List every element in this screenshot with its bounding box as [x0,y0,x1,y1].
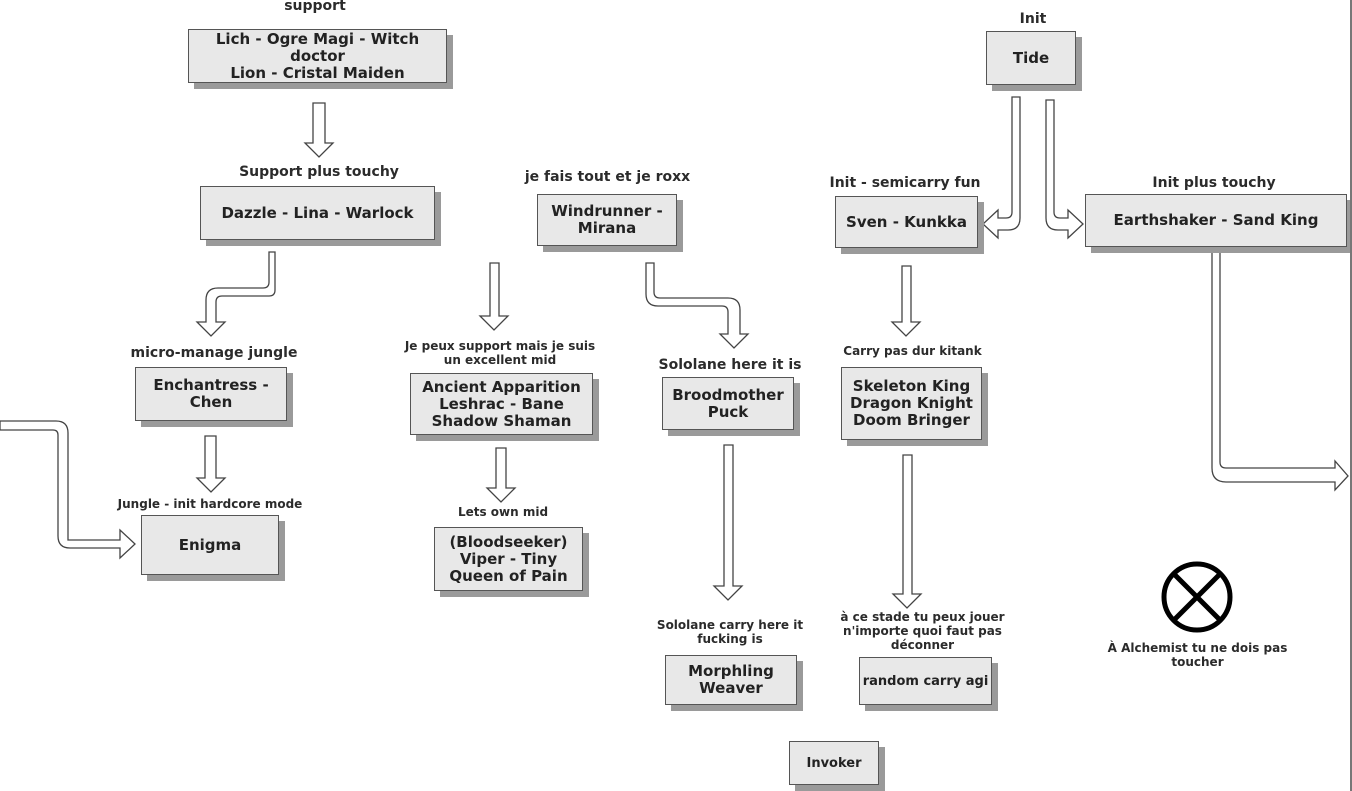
arrow-sven-to-carry [890,265,922,337]
arrow-left-to-enigma [0,420,136,560]
right-edge-divider [1350,0,1352,791]
arrow-tide-to-sven [982,96,1021,240]
box-support[interactable]: Lich - Ogre Magi - Witch doctor Lion - C… [188,29,447,83]
label-any-carry: à ce stade tu peux jouer n'importe quoi … [840,610,1005,652]
label-init: Init [1019,11,1047,27]
circle-x-icon [1161,561,1233,633]
box-roxx[interactable]: Windrunner - Mirana [537,194,677,246]
arrow-jungle-to-enigma [195,435,227,493]
label-carry-kitank: Carry pas dur kitank [843,344,982,358]
label-sololane-carry: Sololane carry here it fucking is [656,618,804,646]
label-alchemist: À Alchemist tu ne dois pas toucher [1107,641,1288,669]
label-own-mid: Lets own mid [457,505,549,519]
label-roxx: je fais tout et je roxx [524,169,691,185]
arrow-carry-to-random [891,454,923,609]
box-micro-jungle[interactable]: Enchantress - Chen [135,367,287,421]
box-sololane[interactable]: Broodmother Puck [662,377,794,430]
box-init[interactable]: Tide [986,31,1076,85]
label-jungle-init: Jungle - init hardcore mode [117,497,303,511]
arrow-tide-to-earthshaker [1045,99,1084,240]
arrow-roxx-to-mid [478,262,510,331]
box-any-carry[interactable]: random carry agi [859,657,992,705]
box-invoker[interactable]: Invoker [789,741,879,785]
arrow-support-to-touchy [303,102,335,158]
arrow-roxx-to-sololane [645,262,750,349]
box-init-semicarry[interactable]: Sven - Kunkka [835,196,978,248]
label-support-mid: Je peux support mais je suis un excellen… [404,339,596,367]
label-micro-jungle: micro-manage jungle [130,345,298,361]
arrow-mid-to-own [485,447,517,503]
label-init-semicarry: Init - semicarry fun [829,175,981,191]
arrow-touchy-to-jungle [195,251,276,337]
box-support-mid[interactable]: Ancient Apparition Leshrac - Bane Shadow… [410,373,593,435]
arrow-earthshaker-to-right [1211,246,1349,492]
arrow-sololane-to-carry [712,444,744,601]
box-init-touchy[interactable]: Earthshaker - Sand King [1085,194,1347,247]
box-enigma[interactable]: Enigma [141,515,279,575]
label-sololane: Sololane here it is [658,357,802,373]
box-support-touchy[interactable]: Dazzle - Lina - Warlock [200,186,435,240]
box-sololane-carry[interactable]: Morphling Weaver [665,655,797,705]
label-init-touchy: Init plus touchy [1152,175,1276,191]
box-own-mid[interactable]: (Bloodseeker) Viper - Tiny Queen of Pain [434,527,583,591]
box-carry-kitank[interactable]: Skeleton King Dragon Knight Doom Bringer [841,367,982,440]
label-support-touchy: Support plus touchy [239,164,399,180]
label-support: support [284,0,346,14]
